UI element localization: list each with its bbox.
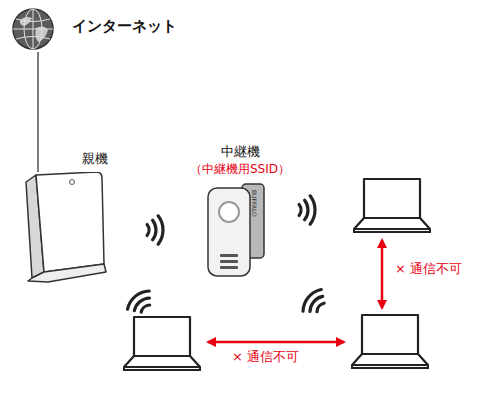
edge-label: × 通信不可 [395, 261, 462, 277]
globe-equator [13, 29, 53, 30]
wifi-wave [299, 204, 301, 215]
internet-node: インターネット [10, 4, 200, 54]
node-shape [18, 172, 110, 287]
laptop-node [348, 312, 432, 372]
router-node: 親機 [18, 150, 110, 290]
node-label: （中継機用SSID） [170, 162, 310, 176]
globe-icon [10, 6, 56, 52]
wifi-wave [147, 224, 149, 235]
no-communication-arrow [208, 341, 344, 344]
laptop-screen [362, 315, 418, 354]
repeater-node: 中継機 （中継機用SSID） [170, 142, 310, 282]
wifi-wave [134, 298, 149, 311]
node-label: 親機 [82, 151, 108, 167]
repeater-vent [220, 266, 238, 269]
repeater-icon [206, 182, 270, 280]
router-button [70, 180, 75, 185]
globe-body [13, 9, 53, 49]
laptop-icon [120, 314, 204, 374]
laptop-node [350, 176, 434, 236]
node-shape [10, 6, 56, 52]
router-icon [18, 172, 110, 287]
globe-parallel [16, 19, 50, 22]
wifi-wave [128, 291, 150, 309]
laptop-screen [134, 317, 190, 356]
cable-line [37, 52, 39, 172]
node-shape [120, 314, 204, 374]
laptop-keyboard [352, 354, 428, 365]
wifi-wave [305, 200, 308, 220]
laptop-keyboard [354, 218, 430, 229]
laptop-edge [352, 365, 428, 368]
laptop-keyboard [124, 356, 200, 367]
laptop-screen [364, 179, 420, 218]
wifi-wave [141, 305, 149, 312]
node-shape [348, 312, 432, 372]
router-front [36, 172, 104, 272]
node-shape [206, 182, 270, 280]
laptop-icon [350, 176, 434, 236]
globe-parallel [16, 37, 50, 40]
laptop-icon [348, 312, 432, 372]
repeater-button [219, 202, 239, 222]
wifi-wave [303, 290, 321, 312]
node-label: インターネット [72, 17, 177, 35]
router-base [28, 264, 106, 282]
wifi-wave [310, 196, 315, 224]
wifi-wave [158, 216, 163, 244]
repeater-body [208, 188, 250, 276]
laptop-edge [124, 367, 200, 370]
wifi-wave [153, 220, 156, 240]
brand-label: BUFFALO [251, 190, 258, 217]
repeater-vent [220, 254, 238, 257]
edge-label: × 通信不可 [232, 349, 299, 365]
no-communication-arrow [381, 240, 384, 308]
wifi-wave [317, 303, 324, 311]
node-shape [350, 176, 434, 236]
wifi-wave [310, 296, 323, 311]
laptop-edge [354, 229, 430, 232]
laptop-node [120, 314, 204, 374]
repeater-vent [220, 260, 238, 263]
node-label: 中継機 [170, 144, 310, 160]
